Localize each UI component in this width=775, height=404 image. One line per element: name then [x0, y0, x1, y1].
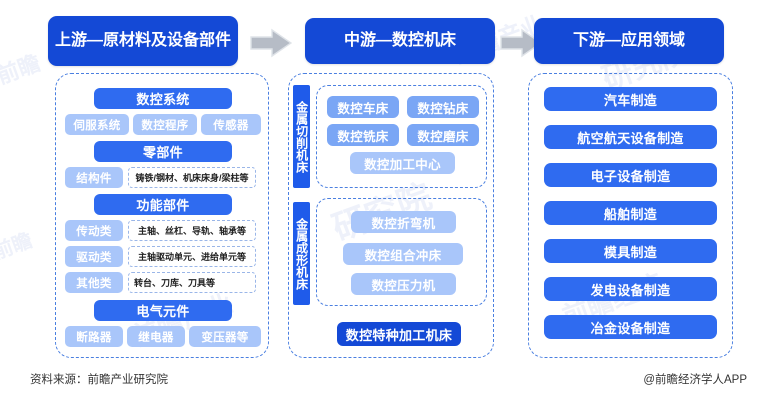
value-transmission: 主轴、丝杠、导轨、轴承等 — [128, 220, 256, 241]
side-label-text: 金属成形机床 — [294, 217, 309, 290]
app-mold[interactable]: 模具制造 — [544, 239, 717, 263]
item-cnc-lathe[interactable]: 数控车床 — [327, 96, 399, 118]
row-other: 其他类 转台、刀库、刀具等 — [65, 272, 256, 293]
side-label-text: 金属切削机床 — [294, 100, 309, 173]
group-title-cnc-system[interactable]: 数控系统 — [94, 88, 232, 109]
watermark: 前瞻 — [0, 229, 36, 265]
source-note: 资料来源：前瞻产业研究院 — [30, 374, 168, 386]
item-cnc-drill[interactable]: 数控钻床 — [407, 96, 479, 118]
tag-servo-system[interactable]: 伺服系统 — [65, 114, 129, 135]
app-electronics[interactable]: 电子设备制造 — [544, 163, 717, 187]
item-cnc-combination-punch[interactable]: 数控组合冲床 — [343, 243, 463, 265]
app-credit: @前瞻经济学人APP — [643, 374, 747, 386]
row-transmission: 传动类 主轴、丝杠、导轨、轴承等 — [65, 220, 256, 241]
group-title-functional-parts[interactable]: 功能部件 — [94, 194, 232, 215]
tag-transformer[interactable]: 变压器等 — [189, 326, 261, 347]
tag-cnc-program[interactable]: 数控程序 — [133, 114, 197, 135]
item-cnc-grinder[interactable]: 数控磨床 — [407, 124, 479, 146]
app-auto[interactable]: 汽车制造 — [544, 87, 717, 111]
group-title-electrical[interactable]: 电气元件 — [94, 300, 232, 321]
side-label-metal-cutting: 金属切削机床 — [293, 85, 310, 188]
right-arrow-icon — [500, 28, 542, 58]
tag-row-cnc-system: 伺服系统 数控程序 传感器 — [65, 114, 261, 135]
tag-sensor[interactable]: 传感器 — [201, 114, 261, 135]
upstream-panel: 数控系统 伺服系统 数控程序 传感器 零部件 结构件 铸铁/钢材、机床床身/梁柱… — [55, 73, 269, 358]
item-cnc-press[interactable]: 数控压力机 — [351, 273, 456, 295]
item-cnc-special-machining[interactable]: 数控特种加工机床 — [337, 322, 461, 346]
tag-row-electrical: 断路器 继电器 变压器等 — [65, 326, 261, 347]
key-structural-parts[interactable]: 结构件 — [65, 167, 123, 188]
app-shipbuilding[interactable]: 船舶制造 — [544, 201, 717, 225]
group-metal-cutting: 数控车床 数控钻床 数控铣床 数控磨床 数控加工中心 — [316, 85, 487, 188]
header-midstream[interactable]: 中游—数控机床 — [305, 18, 495, 64]
value-structural-parts: 铸铁/钢材、机床床身/梁柱等 — [128, 167, 256, 188]
key-drive[interactable]: 驱动类 — [65, 246, 123, 267]
header-row: 上游—原材料及设备部件 中游—数控机床 下游—应用领域 — [0, 10, 775, 68]
midstream-panel: 金属切削机床 数控车床 数控钻床 数控铣床 数控磨床 数控加工中心 金属成形机床… — [288, 73, 494, 358]
header-downstream[interactable]: 下游—应用领域 — [534, 18, 724, 64]
value-other: 转台、刀库、刀具等 — [128, 272, 256, 293]
row-structural-parts: 结构件 铸铁/钢材、机床床身/梁柱等 — [65, 167, 256, 188]
row-drive: 驱动类 主轴驱动单元、进给单元等 — [65, 246, 256, 267]
app-power[interactable]: 发电设备制造 — [544, 277, 717, 301]
item-cnc-bender[interactable]: 数控折弯机 — [351, 211, 456, 233]
group-metal-forming: 数控折弯机 数控组合冲床 数控压力机 — [316, 198, 487, 306]
item-cnc-mill[interactable]: 数控铣床 — [327, 124, 399, 146]
value-drive: 主轴驱动单元、进给单元等 — [128, 246, 256, 267]
key-other[interactable]: 其他类 — [65, 272, 123, 293]
tag-relay[interactable]: 继电器 — [127, 326, 185, 347]
group-title-parts[interactable]: 零部件 — [94, 141, 232, 162]
downstream-panel: 汽车制造 航空航天设备制造 电子设备制造 船舶制造 模具制造 发电设备制造 冶金… — [528, 73, 733, 358]
key-transmission[interactable]: 传动类 — [65, 220, 123, 241]
side-label-metal-forming: 金属成形机床 — [293, 202, 310, 305]
right-arrow-icon — [250, 28, 292, 58]
item-cnc-machining-center[interactable]: 数控加工中心 — [350, 152, 455, 174]
header-upstream[interactable]: 上游—原材料及设备部件 — [48, 16, 238, 66]
tag-breaker[interactable]: 断路器 — [65, 326, 123, 347]
app-aerospace[interactable]: 航空航天设备制造 — [544, 125, 717, 149]
app-metallurgy[interactable]: 冶金设备制造 — [544, 315, 717, 339]
